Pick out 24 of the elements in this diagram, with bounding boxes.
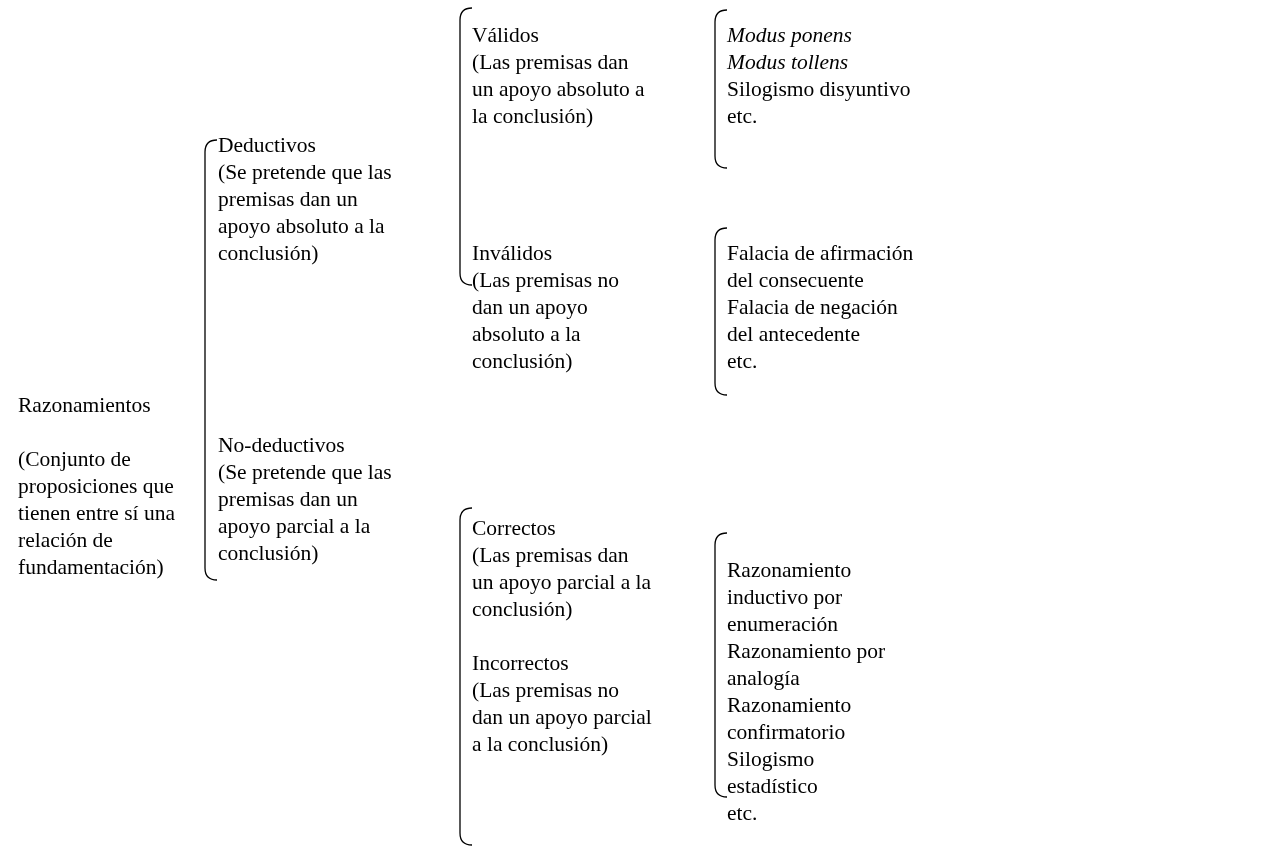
list-item: Modus ponens [727,22,853,49]
heading: Correctos [472,515,557,542]
list-item: Silogismo disyuntivo [727,76,912,103]
list-item: Razonamiento confirmatorio [727,692,853,746]
list-item: Falacia de afirmación del consecuente [727,240,915,294]
list-item: Modus tollens [727,49,850,76]
heading: Inválidos [472,240,554,267]
description: (Las premisas no dan un apoyo absoluto a la conclusión) [472,267,620,375]
description: (Se pretende que las premisas dan un apoyo absoluto a la conclusión) [218,159,393,267]
list-item: Razonamiento por analogía [727,638,887,692]
heading: Incorrectos [472,650,570,677]
description: (Las premisas no dan un apoyo parcial a la conclusión) [472,677,652,758]
description: (Las premisas dan un apoyo absoluto a la conclusión) [472,49,646,130]
list-item: etc. [727,103,759,130]
heading: Razonamientos [18,392,152,419]
heading: No-deductivos [218,432,346,459]
description: (Las premisas dan un apoyo parcial a la conclusión) [472,542,652,623]
heading: Válidos [472,22,540,49]
heading: Deductivos [218,132,317,159]
description: (Conjunto de proposiciones que tienen entre sí una relación de fundamentación) [18,446,176,581]
description: (Se pretende que las premisas dan un apoyo parcial a la conclusión) [218,459,393,567]
list-item: Razonamiento inductivo por enumeración [727,557,853,638]
list-item: etc. [727,800,759,827]
list-item: etc. [727,348,759,375]
